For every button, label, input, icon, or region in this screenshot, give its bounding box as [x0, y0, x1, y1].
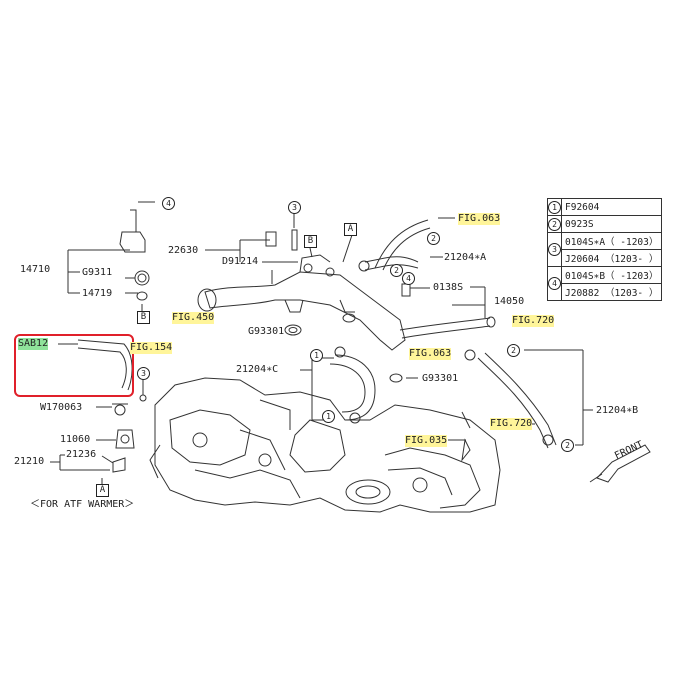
legend-row: J20604 （1203- ） [548, 249, 663, 267]
legend-row: J20882 （1203- ） [548, 283, 663, 301]
callout-3-left: 3 [137, 367, 150, 380]
legend-num: 1 [547, 198, 562, 216]
part-label-d91214[interactable]: D91214 [222, 256, 259, 267]
part-label-14050[interactable]: 14050 [494, 296, 525, 307]
ref-box-a-upper: A [344, 223, 357, 236]
legend-num: 4 [547, 266, 562, 301]
part-label-0138s[interactable]: 0138S [433, 282, 464, 293]
legend-row: 1 F92604 [547, 198, 663, 216]
part-label-w170063[interactable]: W170063 [40, 402, 83, 413]
callout-3-upper: 3 [288, 201, 301, 214]
hose-21204b-drawing [461, 349, 557, 462]
fig-ref-063-upper[interactable]: FIG.063 [458, 213, 501, 225]
part-label-21204a[interactable]: 21204∗A [444, 252, 487, 263]
atf-warmer-note: ＜FOR ATF WARMER＞ [30, 499, 135, 510]
legend-num: 3 [547, 232, 562, 267]
callout-2-mid: 2 [390, 264, 403, 277]
legend-table: 1 F92604 2 0923S 3 0104S∗A（ -1203） J2060… [547, 198, 663, 301]
hose-21204c-drawing [329, 346, 403, 424]
fig-ref-063-lower[interactable]: FIG.063 [409, 348, 452, 360]
water-pipe-drawing [197, 219, 496, 351]
part-label-21210[interactable]: 21210 [14, 456, 45, 467]
highlight-callout-box [14, 334, 134, 397]
part-label-21236[interactable]: 21236 [66, 449, 97, 460]
fig-ref-450[interactable]: FIG.450 [172, 312, 215, 324]
legend-value: 0104S∗A（ -1203） [560, 232, 663, 250]
legend-row: 4 0104S∗B（ -1203） [547, 266, 663, 301]
part-label-22630[interactable]: 22630 [168, 245, 199, 256]
part-label-g93301-lower[interactable]: G93301 [422, 373, 459, 384]
part-label-14719[interactable]: 14719 [82, 288, 113, 299]
callout-2-upper: 2 [427, 232, 440, 245]
part-label-g93301-upper[interactable]: G93301 [248, 326, 285, 337]
legend-value: J20882 （1203- ） [560, 283, 663, 301]
part-label-21204b[interactable]: 21204∗B [596, 405, 639, 416]
callout-4-mid: 4 [402, 272, 415, 285]
legend-value: F92604 [560, 198, 663, 216]
legend-num-circle: 1 [548, 200, 561, 214]
part-label-11060[interactable]: 11060 [60, 434, 91, 445]
front-arrow-icon [589, 444, 651, 483]
ref-box-b-left: B [137, 311, 150, 324]
legend-value: 0104S∗B（ -1203） [560, 266, 663, 284]
legend-num-circle: 3 [548, 243, 561, 256]
callout-2-right: 2 [507, 344, 520, 357]
callout-1-lower: 1 [322, 410, 335, 423]
ref-box-a-lower: A [96, 484, 109, 497]
fig-ref-035[interactable]: FIG.035 [405, 435, 448, 447]
legend-num-circle: 4 [548, 277, 561, 290]
legend-value: 0923S [560, 215, 663, 233]
fig-ref-154[interactable]: FIG.154 [130, 342, 173, 354]
part-label-g9311[interactable]: G9311 [82, 267, 113, 278]
callout-2-bottom: 2 [561, 439, 574, 452]
engine-block-drawing [149, 377, 501, 513]
part-label-21204c[interactable]: 21204∗C [236, 364, 279, 375]
legend-row: 3 0104S∗A（ -1203） [547, 232, 663, 267]
part-label-14710[interactable]: 14710 [20, 264, 51, 275]
legend-value: J20604 （1203- ） [560, 249, 663, 267]
callout-4-left: 4 [162, 197, 175, 210]
legend-row: 2 0923S [547, 215, 663, 233]
left-parts-drawing [77, 209, 150, 473]
ref-box-b-upper: B [304, 235, 317, 248]
fig-ref-720-right[interactable]: FIG.720 [512, 315, 555, 327]
legend-num-circle: 2 [548, 217, 561, 231]
part-label-sab12[interactable]: SAB12 [18, 338, 49, 350]
fig-ref-720-lower[interactable]: FIG.720 [490, 418, 533, 430]
legend-num: 2 [547, 215, 562, 233]
callout-1-upper: 1 [310, 349, 323, 362]
